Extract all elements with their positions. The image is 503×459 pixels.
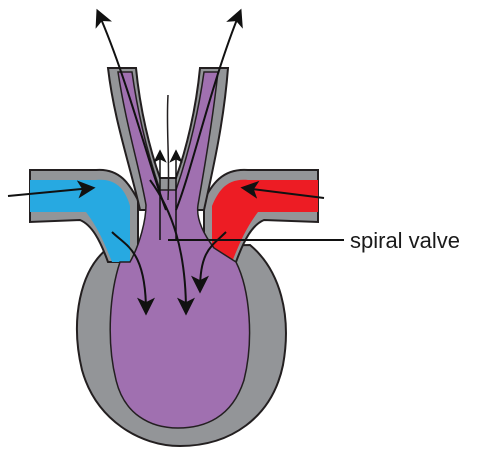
spiral-valve-label: spiral valve [350,228,460,253]
